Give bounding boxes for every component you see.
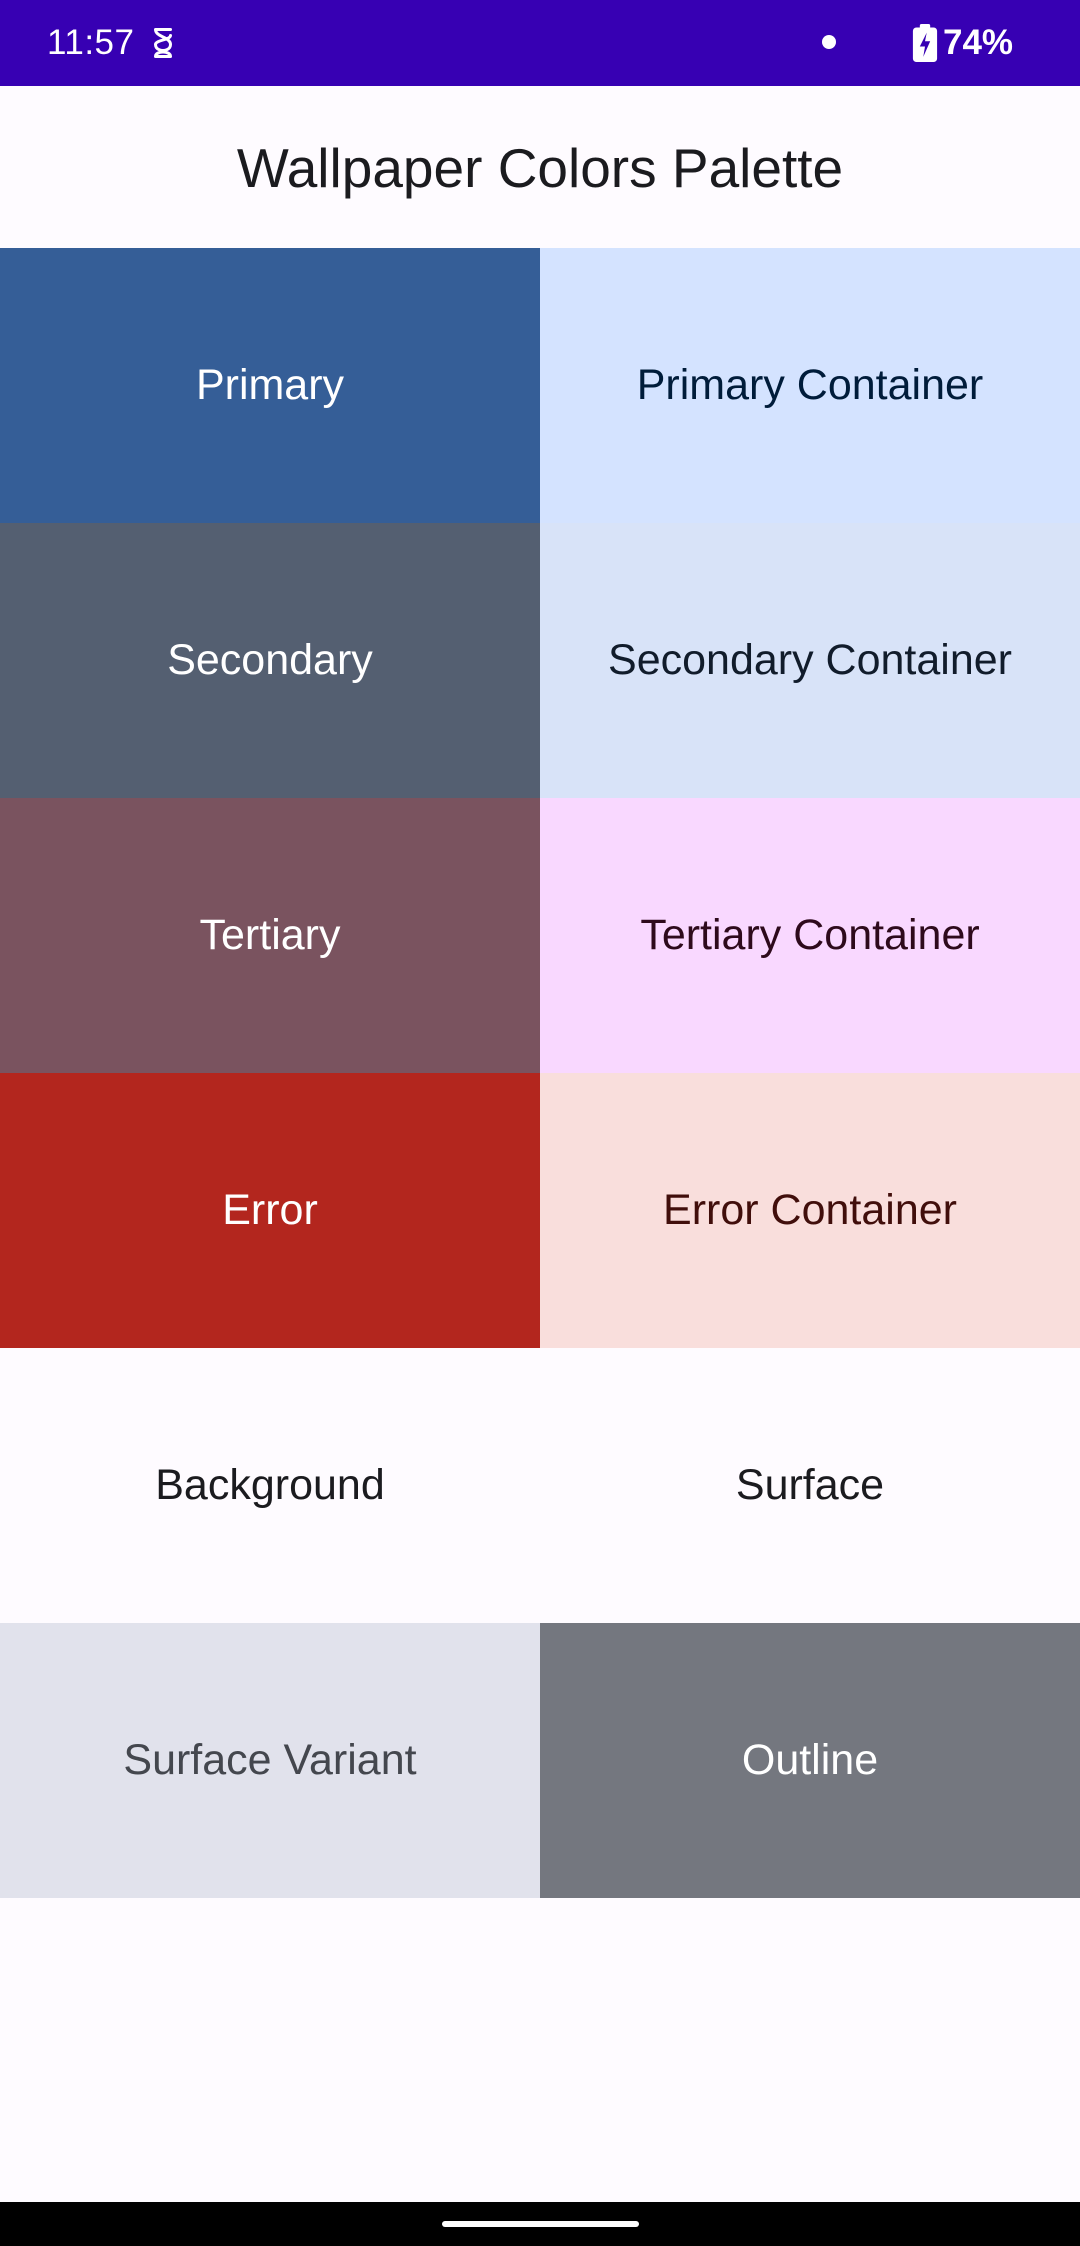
swatch-label: Outline: [741, 1736, 879, 1784]
swatch-label: Surface Variant: [123, 1736, 417, 1784]
battery-percentage: 74%: [943, 23, 1014, 62]
swatch-primary: Primary: [0, 248, 540, 523]
swatch-label: Error: [222, 1186, 318, 1234]
swatch-outline: Outline: [540, 1623, 1080, 1898]
swatch-label: Primary: [195, 361, 345, 409]
swatch-label: Secondary: [167, 636, 373, 684]
swatch-tertiary: Tertiary: [0, 798, 540, 1073]
status-time: 11:57: [47, 23, 135, 62]
swatch-secondary: Secondary: [0, 523, 540, 798]
color-palette-grid: Primary Primary Container Secondary Seco…: [0, 248, 1080, 1898]
swatch-error-container: Error Container: [540, 1073, 1080, 1348]
notification-dot-icon: [822, 35, 836, 49]
swatch-label: Primary Container: [636, 361, 984, 409]
swatch-background: Background: [0, 1348, 540, 1623]
swatch-error: Error: [0, 1073, 540, 1348]
swatch-primary-container: Primary Container: [540, 248, 1080, 523]
swatch-label: Error Container: [663, 1186, 957, 1234]
swatch-label: Surface: [735, 1461, 885, 1509]
swatch-surface: Surface: [540, 1348, 1080, 1623]
swatch-label: Secondary Container: [608, 636, 1012, 684]
navigation-bar: [0, 2202, 1080, 2246]
swatch-tertiary-container: Tertiary Container: [540, 798, 1080, 1073]
swatch-label: Tertiary: [199, 911, 341, 959]
app-bar: Wallpaper Colors Palette: [0, 86, 1080, 248]
app-notification-icon: [154, 28, 172, 58]
page-title: Wallpaper Colors Palette: [236, 137, 844, 199]
swatch-secondary-container: Secondary Container: [540, 523, 1080, 798]
status-bar: 11:57 74%: [0, 0, 1080, 86]
swatch-label: Background: [155, 1461, 385, 1509]
gesture-handle[interactable]: [442, 2221, 639, 2227]
swatch-surface-variant: Surface Variant: [0, 1623, 540, 1898]
battery-charging-icon: [912, 24, 938, 62]
swatch-label: Tertiary Container: [640, 911, 980, 959]
